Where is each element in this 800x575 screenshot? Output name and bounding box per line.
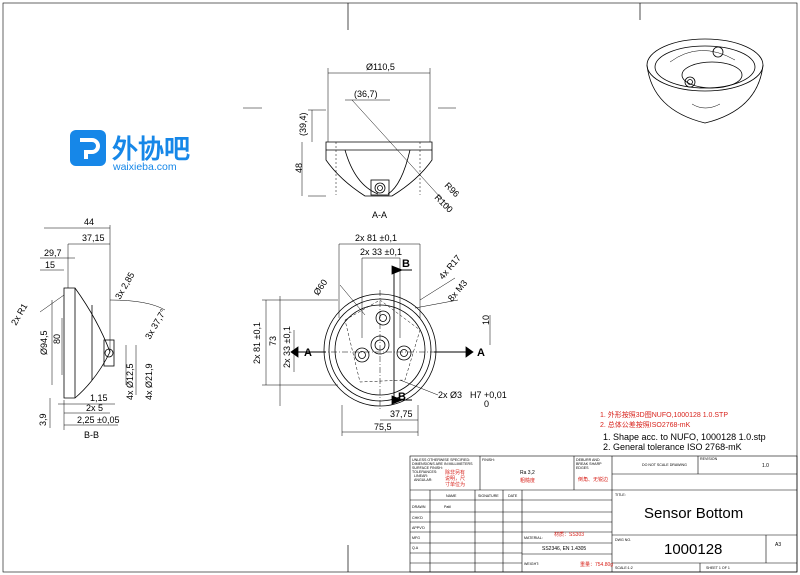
dim-2x5: 2x 5 [86, 403, 103, 413]
tb-spec-5: ANGULAR: [414, 478, 432, 482]
tb-spec-red-1: 说明，尺 [445, 475, 465, 482]
tb-finish-label: FINISH: [482, 458, 495, 462]
tb-material-red: 材质：SS303 [554, 531, 584, 538]
dim-h73: 73 [268, 336, 278, 346]
tb-row-chkd: CHK'D [412, 516, 423, 520]
dim-r96: R96 [443, 180, 462, 199]
tb-row-appvd: APPV'D [412, 526, 425, 530]
dim-w33: 2x 33 ±0,1 [360, 247, 402, 257]
tb-finish-red: 粗糙度 [520, 477, 535, 484]
dim-d3: 2x Ø3 [438, 390, 462, 400]
dim-outer-diameter: Ø110,5 [366, 62, 395, 72]
tb-title-label: TITLE: [615, 493, 626, 497]
tb-deburr-1: BREAK SHARP [576, 462, 602, 466]
dim-h33: 2x 33 ±0,1 [282, 326, 292, 368]
title-block [409, 455, 798, 573]
dim-tol-0: 0 [484, 399, 489, 409]
logo: 外协吧 waixieba.com [70, 130, 190, 173]
tb-spec-red-0: 除非另有 [445, 469, 465, 476]
tb-row-mfg: MFG [412, 536, 420, 540]
top-view [262, 243, 491, 436]
tb-material-label: MATERIAL: [524, 536, 543, 540]
tb-not-scale: DO NOT SCALE DRAWING [642, 463, 687, 467]
dim-3775: 37,75 [390, 409, 413, 419]
tb-revision: 1.0 [762, 463, 769, 469]
dim-h81: 2x 81 ±0,1 [252, 322, 262, 364]
tb-sheet: SHEET 1 OF 1 [706, 566, 730, 570]
dim-755: 75,5 [374, 422, 392, 432]
section-mark-a-right: A [477, 347, 485, 359]
tb-revision-label: REVISION [700, 457, 718, 461]
tb-row-drawn: DRAWN [412, 505, 426, 509]
logo-url: waixieba.com [112, 161, 177, 173]
dim-h10: 10 [481, 315, 491, 325]
dim-r17: 4x R17 [437, 253, 463, 281]
note-red-1: 1. 外形按照3D图NUFO,1000128 1.0.STP [600, 410, 728, 419]
dim-80: 80 [52, 334, 62, 344]
dim-44: 44 [84, 217, 94, 227]
note-black-2: 2. General tolerance ISO 2768-mK [603, 442, 742, 452]
section-mark-b-bottom: B [398, 391, 406, 403]
tb-finish-value: Ra 3,2 [520, 470, 535, 476]
dim-w81: 2x 81 ±0,1 [355, 233, 397, 243]
dim-inner: (36,7) [354, 89, 378, 99]
dim-225: 2,25 ±0,05 [77, 415, 119, 425]
tb-material-value: SS2346, EN 1.4305 [542, 546, 586, 552]
tb-dwg-label: DWG NO. [615, 538, 631, 542]
dim-15: 15 [45, 260, 55, 270]
dim-d125: 4x Ø12,5 [125, 363, 135, 400]
dim-h2: 48 [294, 163, 304, 173]
logo-name: 外协吧 [112, 135, 190, 165]
dim-3x285: 3x 2,85 [113, 270, 136, 301]
tb-size: A3 [775, 542, 781, 548]
tb-scale: SCALE:1:2 [615, 566, 633, 570]
dim-115: 1,15 [90, 393, 108, 403]
tb-deburr-0: DEBURR AND [576, 458, 600, 462]
section-mark-b-top: B [402, 258, 410, 270]
tb-deburr-red: 倒角、无锐边 [578, 476, 608, 483]
dim-297: 29,7 [44, 248, 62, 258]
tb-col-signature: SIGNATURE [478, 494, 499, 498]
dim-39: 3,9 [38, 413, 48, 426]
tb-col-date: DATE [508, 494, 518, 498]
dim-d60: Ø60 [311, 277, 329, 297]
tb-row-qa: Q.A [412, 546, 419, 550]
dim-d945: Ø94,5 [39, 330, 49, 355]
dim-tol-h7: H7 +0,01 [470, 390, 507, 400]
dim-m3: 8x M3 [446, 278, 469, 303]
drawing-title: Sensor Bottom [644, 505, 743, 522]
tb-spec-1: DIMENSIONS ARE IN MILLIMETERS [412, 462, 473, 466]
section-b-label: B-B [84, 430, 99, 440]
note-red-2: 2. 总体公差按照ISO2768-mK [600, 420, 691, 429]
tb-weight-label: WEIGHT: [524, 562, 539, 566]
tb-deburr-2: EDGES [576, 466, 589, 470]
isometric-view [646, 38, 764, 124]
tb-spec-2: SURFACE FINISH: [412, 466, 443, 470]
dim-d219: 4x Ø21,9 [144, 363, 154, 400]
section-a-label: A-A [372, 210, 387, 220]
tb-drawn-name: Patil [444, 505, 451, 509]
section-mark-a-left: A [304, 347, 312, 359]
tb-spec-4: LINEAR: [414, 474, 428, 478]
section-a-a [243, 68, 456, 209]
tb-spec-red-2: 寸单位为 [445, 481, 465, 488]
tb-spec-0: UNLESS OTHERWISE SPECIFIED: [412, 458, 470, 462]
dim-2xr1: 2x R1 [9, 302, 29, 327]
tb-spec-3: TOLERANCES: [412, 470, 437, 474]
tb-col-name: NAME [446, 494, 457, 498]
dim-angle: 3x 37,7° [143, 307, 168, 341]
drawing-number: 1000128 [664, 541, 722, 558]
dim-h1: (39,4) [298, 112, 308, 136]
tb-weight-red: 重量：754.80g [580, 561, 613, 568]
section-b-b [39, 225, 166, 430]
note-black-1: 1. Shape acc. to NUFO, 1000128 1.0.stp [603, 432, 766, 442]
dim-3715: 37,15 [82, 233, 105, 243]
